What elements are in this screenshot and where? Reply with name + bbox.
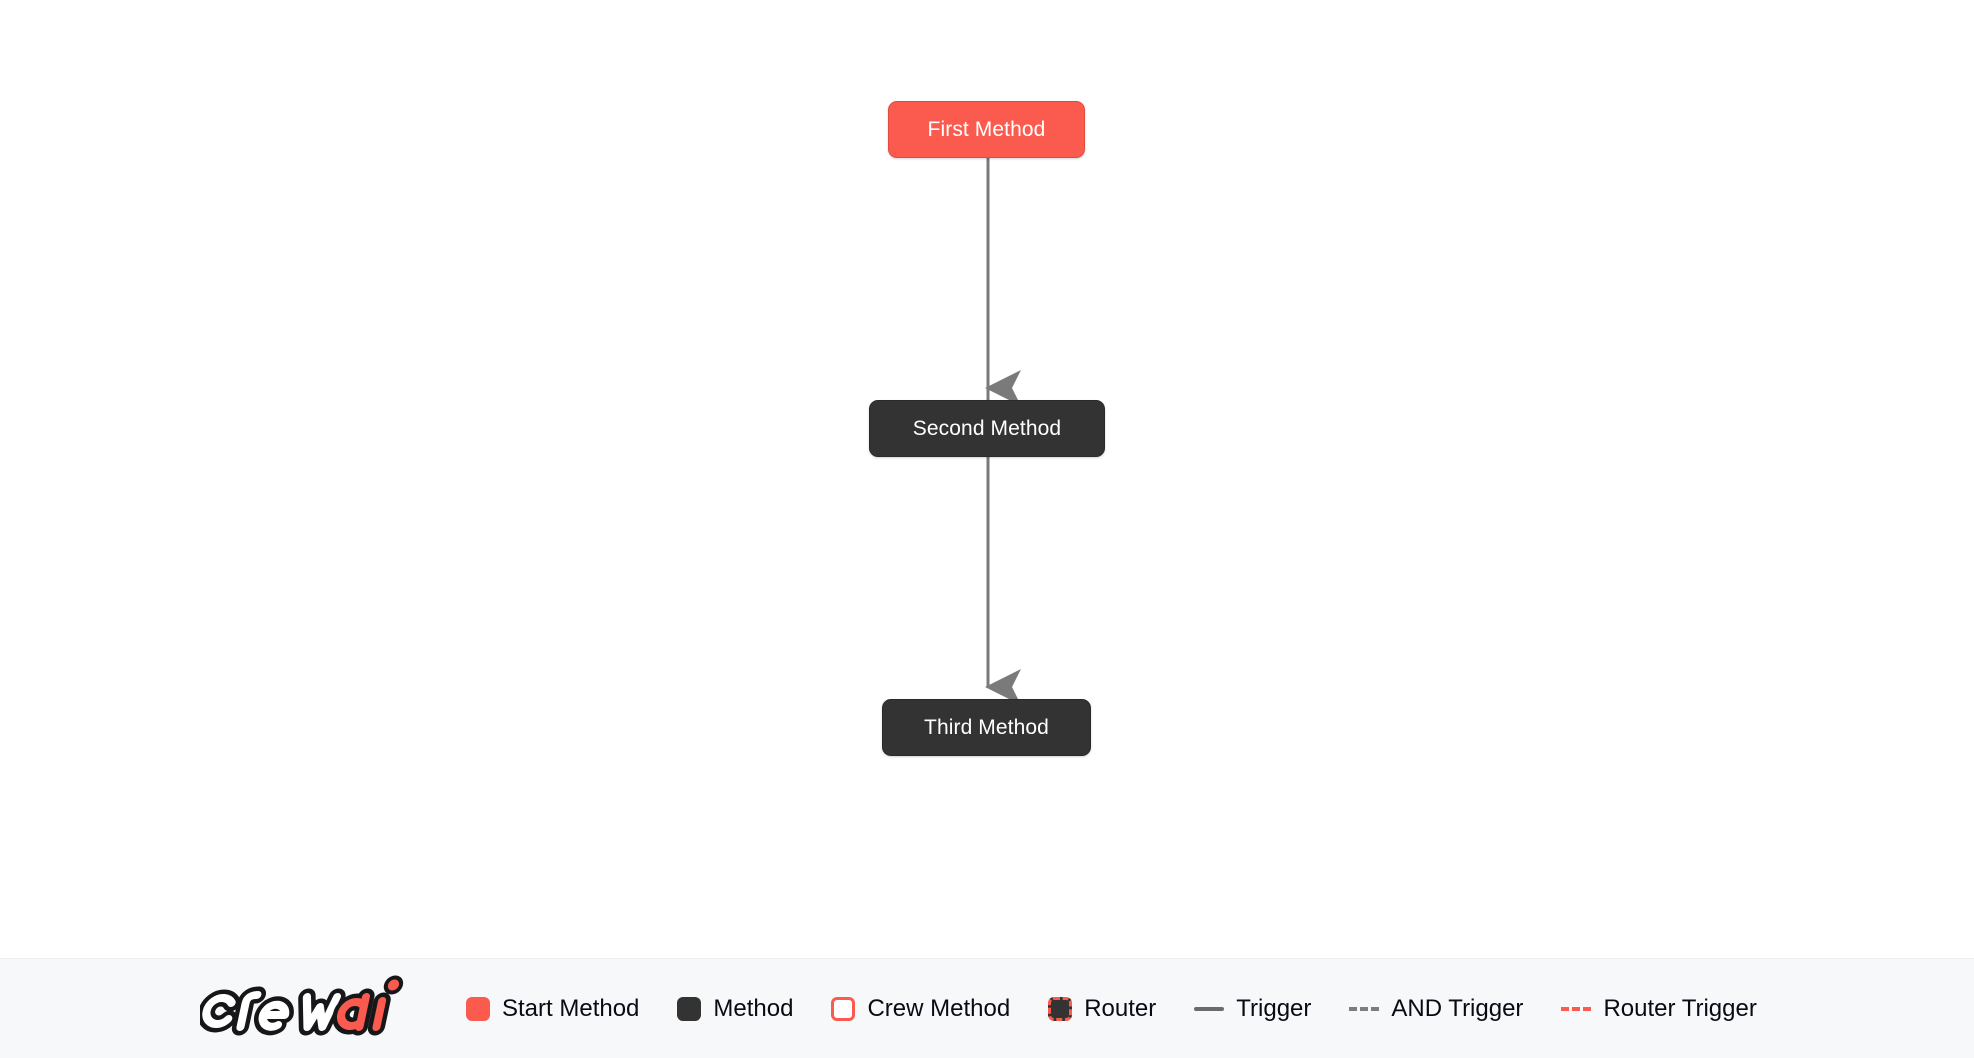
crewai-logo bbox=[200, 975, 404, 1035]
legend-label: Router bbox=[1084, 994, 1157, 1022]
node-first-method[interactable]: First Method bbox=[888, 101, 1085, 158]
flow-canvas[interactable]: First Method Second Method Third Method bbox=[0, 0, 1974, 958]
legend-item-start-method[interactable]: Start Method bbox=[466, 994, 640, 1022]
node-label: Second Method bbox=[912, 417, 1062, 440]
legend-item-crew-method[interactable]: Crew Method bbox=[831, 994, 1011, 1022]
trigger-line-icon bbox=[1194, 1006, 1225, 1011]
crew-method-swatch-icon bbox=[831, 996, 856, 1021]
legend-bar: Start Method Method Crew Method Router T… bbox=[0, 958, 1974, 1058]
legend-label: Crew Method bbox=[867, 994, 1011, 1022]
router-swatch-icon bbox=[1048, 996, 1073, 1021]
node-label: First Method bbox=[927, 118, 1046, 141]
method-swatch-icon bbox=[677, 996, 702, 1021]
and-trigger-line-icon bbox=[1349, 1006, 1380, 1011]
legend-item-trigger[interactable]: Trigger bbox=[1194, 994, 1312, 1022]
legend-item-and-trigger[interactable]: AND Trigger bbox=[1349, 994, 1524, 1022]
router-trigger-line-icon bbox=[1561, 1006, 1592, 1011]
node-second-method[interactable]: Second Method bbox=[869, 400, 1105, 457]
legend-item-router-trigger[interactable]: Router Trigger bbox=[1561, 994, 1757, 1022]
node-label: Third Method bbox=[924, 716, 1049, 739]
legend-label: Start Method bbox=[502, 994, 640, 1022]
legend-label: AND Trigger bbox=[1391, 994, 1524, 1022]
legend-label: Method bbox=[713, 994, 794, 1022]
legend-item-method[interactable]: Method bbox=[677, 994, 794, 1022]
start-method-swatch-icon bbox=[466, 996, 490, 1021]
legend-label: Trigger bbox=[1236, 994, 1312, 1022]
legend-item-router[interactable]: Router bbox=[1048, 994, 1157, 1022]
node-third-method[interactable]: Third Method bbox=[882, 699, 1091, 756]
legend-label: Router Trigger bbox=[1603, 994, 1757, 1022]
